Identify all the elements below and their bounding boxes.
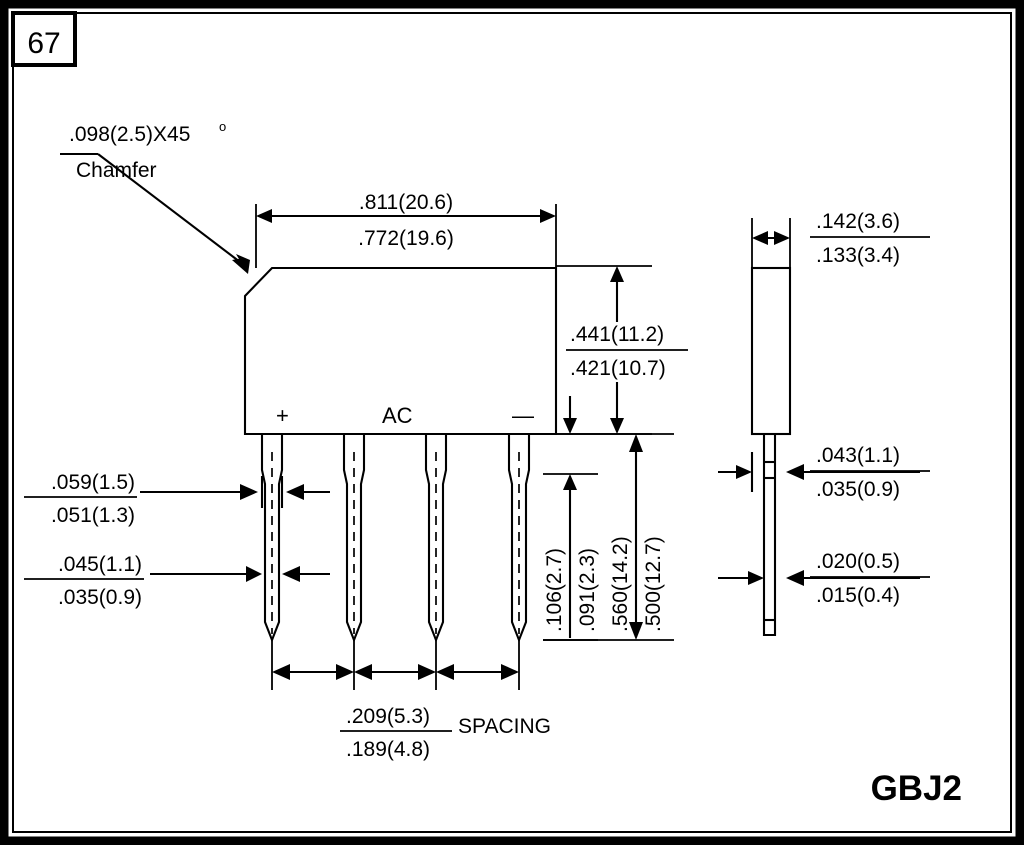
lead-width-lower-value: .051(1.3) <box>51 504 135 527</box>
lead-width2-lower-value: .035(0.9) <box>58 586 142 609</box>
chamfer-dimension-text: .098(2.5)X45 <box>69 123 190 146</box>
side-lead-lower-dimension: .020(0.5) .015(0.4) <box>718 550 930 607</box>
lead-spacing-lower: .189(4.8) <box>346 738 430 761</box>
part-number-label: GBJ2 <box>871 769 962 808</box>
front-height-upper: .441(11.2) <box>570 323 664 346</box>
side-lead-upper-dimension: .043(1.1) .035(0.9) <box>718 444 930 501</box>
front-width-upper: .811(20.6) <box>359 191 453 214</box>
lead-spacing-upper: .209(5.3) <box>346 705 430 728</box>
lead-width-upper-dimension: .059(1.5) .051(1.3) <box>24 471 330 527</box>
terminal-positive-marking: + <box>276 403 289 428</box>
page-number-box: 67 <box>11 11 77 67</box>
side-lead-upper-lower-value: .035(0.9) <box>816 478 900 501</box>
lead-length-dimension: .560(14.2) .500(12.7) <box>543 433 674 641</box>
lead-length-lower: .500(12.7) <box>642 536 665 632</box>
terminal-ac-marking: AC <box>382 403 413 428</box>
lead-3 <box>424 434 448 643</box>
lead-1 <box>260 434 284 643</box>
side-lead-upper-value: .043(1.1) <box>816 444 900 467</box>
lead-length-upper: .560(14.2) <box>609 536 632 632</box>
lead-shoulder-lower: .091(2.3) <box>576 548 599 632</box>
lead-shoulder-upper: .106(2.7) <box>543 548 566 632</box>
lead-shoulder-dimension: .106(2.7) .091(2.3) <box>543 473 599 641</box>
page-number: 67 <box>27 27 60 60</box>
chamfer-label-text: Chamfer <box>76 159 157 182</box>
lead-width-upper-value: .059(1.5) <box>51 471 135 494</box>
side-thickness-lower: .133(3.4) <box>816 244 900 267</box>
front-height-dimension: .441(11.2) .421(10.7) <box>556 265 688 435</box>
front-width-lower: .772(19.6) <box>358 227 454 250</box>
front-height-lower: .421(10.7) <box>570 357 666 380</box>
side-lead-lower-upper-value: .020(0.5) <box>816 550 900 573</box>
degree-symbol: o <box>219 119 226 134</box>
lead-2 <box>342 434 366 643</box>
lead-4 <box>507 434 531 643</box>
side-view-body <box>750 266 792 637</box>
chamfer-callout: .098(2.5)X45 o Chamfer <box>60 119 250 274</box>
front-view-body: + AC — <box>243 266 558 436</box>
side-thickness-upper: .142(3.6) <box>816 210 900 233</box>
front-view-leads <box>260 434 531 643</box>
side-lead-lower-lower-value: .015(0.4) <box>816 584 900 607</box>
terminal-negative-marking: — <box>512 403 534 428</box>
side-thickness-dimension: .142(3.6) .133(3.4) <box>751 210 930 268</box>
lead-width-lower-dimension: .045(1.1) .035(0.9) <box>24 553 330 609</box>
lead-width2-upper-value: .045(1.1) <box>58 553 142 576</box>
lead-spacing-dimension: .209(5.3) .189(4.8) SPACING <box>271 640 551 761</box>
spacing-label: SPACING <box>458 715 551 738</box>
front-width-dimension: .811(20.6) .772(19.6) <box>255 191 557 268</box>
